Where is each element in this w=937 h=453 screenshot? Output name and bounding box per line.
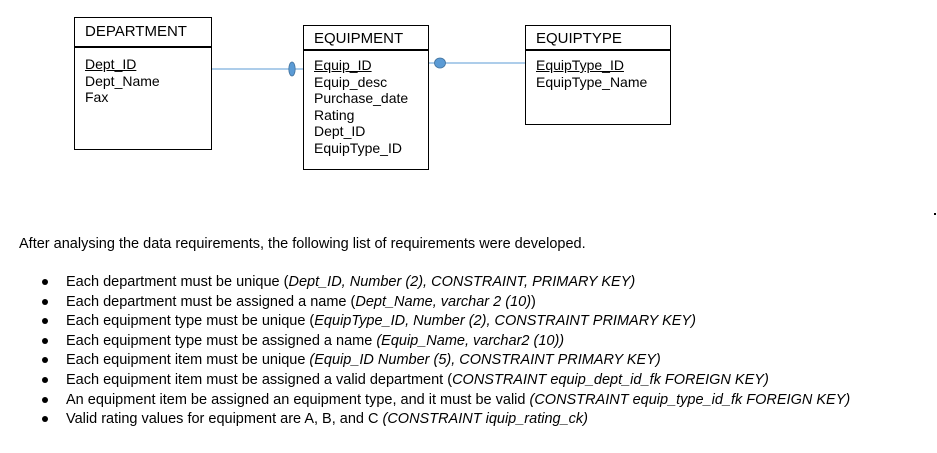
entity-attribute: Equip_desc [314,73,388,90]
entity-attribute: Rating [314,106,355,123]
requirement-item: Each equipment type must be unique (Equi… [40,312,850,332]
entity-attribute: Dept_Name [85,72,160,89]
requirement-item: Valid rating values for equipment are A,… [40,410,850,430]
requirement-text: Each department must be unique ( [66,274,289,290]
requirement-item: Each department must be unique (Dept_ID,… [40,273,850,293]
stray-dot [934,213,936,215]
requirement-detail: (Equip_ID Number (5), CONSTRAINT PRIMARY… [309,352,661,369]
requirement-item: An equipment item be assigned an equipme… [40,391,850,411]
entity-title: EQUIPTYPE [526,26,670,51]
requirement-detail: (CONSTRAINT iquip_rating_ck) [382,411,588,428]
requirements-intro: After analysing the data requirements, t… [19,236,586,252]
requirements-list: Each department must be unique (Dept_ID,… [40,273,850,430]
entity-attribute-primary-key: Equip_ID [314,57,372,73]
requirement-detail: (Equip_Name, varchar2 (10)) [376,332,565,349]
entity-attribute: Fax [85,89,109,105]
requirement-item: Each department must be assigned a name … [40,293,850,313]
requirement-text: Each equipment item must be unique [66,352,310,369]
requirement-detail: EquipType_ID, Number (2), CONSTRAINT PRI… [314,313,696,330]
requirement-text: Valid rating values for equipment are A,… [66,411,383,428]
entity-title: DEPARTMENT [75,18,211,48]
requirement-detail: CONSTRAINT equip_dept_id_fk FOREIGN KEY) [452,371,769,388]
requirement-item: Each equipment item must be unique (Equi… [40,351,850,371]
entity-title: EQUIPMENT [304,26,428,51]
requirement-detail: (CONSTRAINT equip_type_id_fk FOREIGN KEY… [529,391,851,408]
requirement-text: Each equipment type must be unique ( [66,313,315,330]
entity-attribute: EquipType_Name [536,73,648,90]
requirement-text: Each equipment item must be assigned a v… [66,371,453,388]
relationship-oval-marker [288,61,296,77]
requirement-text: Each equipment type must be assigned a n… [66,332,377,349]
entity-attribute: Dept_ID [314,123,366,139]
entity-attribute: Purchase_date [314,90,409,106]
entity-attribute: EquipType_ID [314,139,402,156]
entity-attribute-primary-key: Dept_ID [85,56,137,72]
requirement-text: An equipment item be assigned an equipme… [66,391,530,408]
requirement-item: Each equipment type must be assigned a n… [40,332,850,352]
entity-attribute-primary-key: EquipType_ID [536,57,624,73]
requirement-tail: ) [531,293,536,310]
requirement-item: Each equipment item must be assigned a v… [40,371,850,391]
relationship-dot-marker [434,57,446,69]
requirement-detail: Dept_ID, Number (2), CONSTRAINT, PRIMARY… [288,274,636,290]
requirement-detail: Dept_Name, varchar 2 (10) [355,293,532,310]
requirement-text: Each department must be assigned a name … [66,293,356,310]
